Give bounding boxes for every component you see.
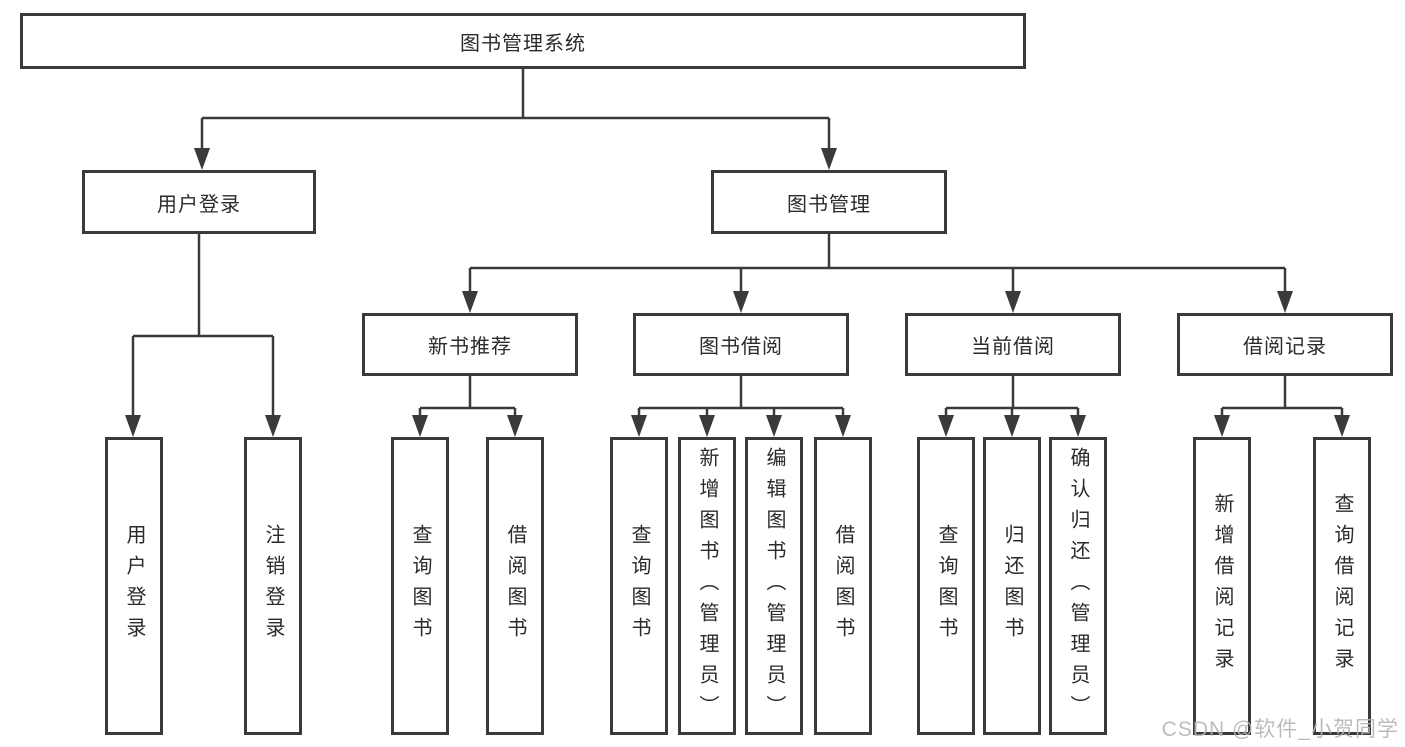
node-current-borrow-label: 当前借阅 bbox=[971, 336, 1055, 358]
node-book-mgmt: 图书管理 bbox=[711, 170, 947, 234]
edge-new-book-rec-to-leaves bbox=[412, 373, 523, 437]
leaf-br-add-record-label: 新增借阅记录 bbox=[1211, 493, 1233, 679]
edge-borrow-record-to-leaves bbox=[1214, 373, 1350, 437]
leaf-cb-query-books: 查询图书 bbox=[917, 437, 975, 735]
leaf-bb-query-books: 查询图书 bbox=[610, 437, 668, 735]
node-current-borrow: 当前借阅 bbox=[905, 313, 1121, 376]
node-book-borrow-label: 图书借阅 bbox=[699, 336, 783, 358]
leaf-cb-confirm-return: 确认归还（管理员） bbox=[1049, 437, 1107, 735]
leaf-cb-confirm-return-label: 确认归还（管理员） bbox=[1067, 446, 1089, 726]
node-root-label: 图书管理系统 bbox=[460, 32, 586, 55]
edge-book-borrow-to-leaves bbox=[631, 373, 851, 437]
leaf-nbr-borrow-books-label: 借阅图书 bbox=[504, 524, 526, 648]
watermark: CSDN @软件_小贺同学 bbox=[1161, 718, 1399, 741]
node-user-login: 用户登录 bbox=[82, 170, 316, 234]
leaf-bb-add-books: 新增图书（管理员） bbox=[678, 437, 736, 735]
leaf-cb-return-books: 归还图书 bbox=[983, 437, 1041, 735]
node-new-book-rec: 新书推荐 bbox=[362, 313, 578, 376]
node-borrow-record-label: 借阅记录 bbox=[1243, 336, 1327, 358]
leaf-br-query-record-label: 查询借阅记录 bbox=[1331, 493, 1353, 679]
leaf-bb-edit-books: 编辑图书（管理员） bbox=[745, 437, 803, 735]
leaf-cb-query-books-label: 查询图书 bbox=[935, 524, 957, 648]
leaf-bb-borrow-books: 借阅图书 bbox=[814, 437, 872, 735]
node-borrow-record: 借阅记录 bbox=[1177, 313, 1393, 376]
leaf-logout: 注销登录 bbox=[244, 437, 302, 735]
leaf-bb-add-books-label: 新增图书（管理员） bbox=[696, 446, 718, 726]
edge-root-to-level1 bbox=[194, 66, 837, 170]
leaf-user-login-label: 用户登录 bbox=[123, 524, 145, 648]
leaf-nbr-borrow-books: 借阅图书 bbox=[486, 437, 544, 735]
leaf-user-login: 用户登录 bbox=[105, 437, 163, 735]
leaf-br-add-record: 新增借阅记录 bbox=[1193, 437, 1251, 735]
leaf-logout-label: 注销登录 bbox=[262, 524, 284, 648]
node-user-login-label: 用户登录 bbox=[157, 193, 241, 216]
leaf-nbr-query-books: 查询图书 bbox=[391, 437, 449, 735]
edge-user-login-to-leaves bbox=[125, 231, 281, 437]
leaf-cb-return-books-label: 归还图书 bbox=[1001, 524, 1023, 648]
leaf-bb-query-books-label: 查询图书 bbox=[628, 524, 650, 648]
leaf-br-query-record: 查询借阅记录 bbox=[1313, 437, 1371, 735]
leaf-nbr-query-books-label: 查询图书 bbox=[409, 524, 431, 648]
leaf-bb-borrow-books-label: 借阅图书 bbox=[832, 524, 854, 648]
node-root: 图书管理系统 bbox=[20, 13, 1026, 69]
edge-book-mgmt-to-level2 bbox=[462, 231, 1293, 313]
node-new-book-rec-label: 新书推荐 bbox=[428, 336, 512, 358]
node-book-mgmt-label: 图书管理 bbox=[787, 193, 871, 216]
node-book-borrow: 图书借阅 bbox=[633, 313, 849, 376]
leaf-bb-edit-books-label: 编辑图书（管理员） bbox=[763, 446, 785, 726]
edge-current-borrow-to-leaves bbox=[938, 373, 1086, 437]
